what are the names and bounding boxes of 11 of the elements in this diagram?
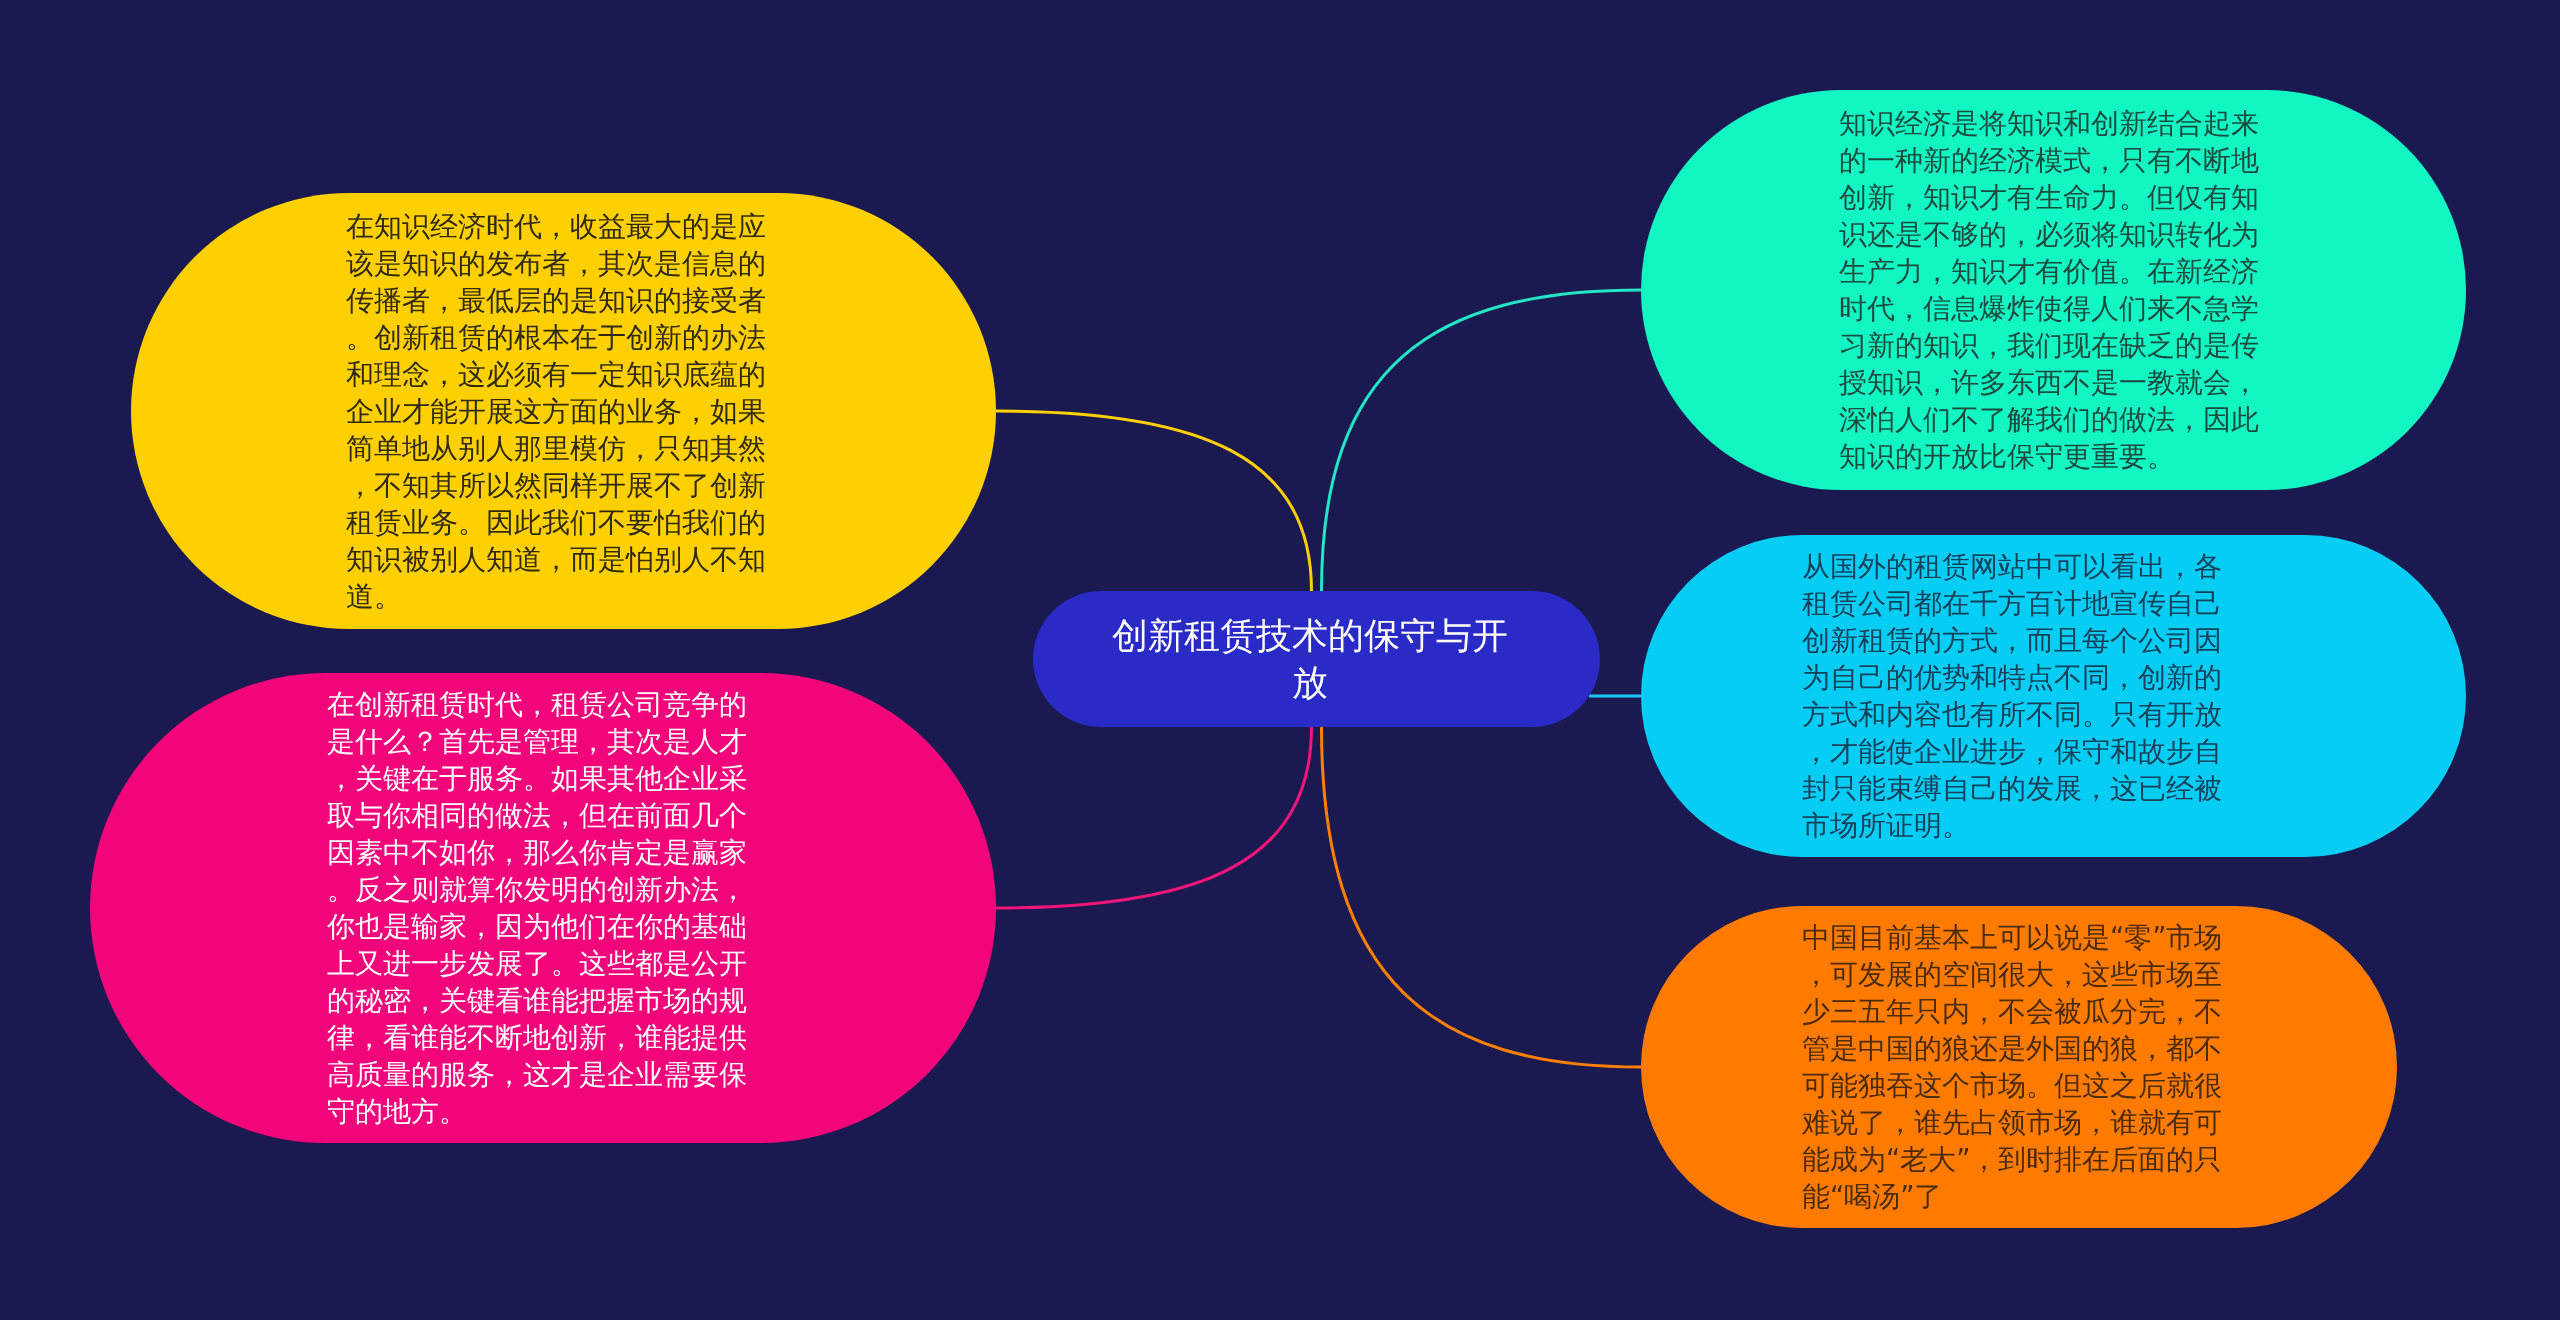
branch-line [995, 726, 1313, 910]
paragraph-text: 从国外的租赁网站中可以看出，各租赁公司都在千方百计地宣传自己创新租赁的方式，而且每个公司因为自己的优势和特点不同，创新的方式和内容也有所不同。只有开放，才能使企业进步，保守和故步自封只能束缚自己的发展，这已经被市场所证明。 [1802, 549, 2223, 843]
paragraph-text: 在知识经济时代，收益最大的是应该是知识的发布者，其次是信息的传播者，最低层的是知识的接受者。创新租赁的根本在于创新的办法和理念，这必须有一定知识底蕴的企业才能开展这方面的业务，如果简单地从别人那里模仿，只知其然，不知其所以然同样开展不了创新租赁业务。因此我们不要怕我们的知识被别人知道，而是怕别人不知道。 [346, 208, 767, 614]
branch-line [1320, 726, 1642, 1069]
branch-line [1589, 694, 1641, 698]
branch-line [995, 409, 1313, 592]
topic-title: 创新租赁技术的保守与开放 [1111, 614, 1509, 705]
paragraph-text: 在创新租赁时代，租赁公司竞争的是什么？首先是管理，其次是人才，关键在于服务。如果其他企业采取与你相同的做法，但在前面几个因素中不如你，那么你肯定是赢家。反之则就算你发明的创新办法，你也是输家，因为他们在你的基础上又进一步发展了。这些都是公开的秘密，关键看谁能把握市场的规律，看谁能不断地创新，谁能提供高质量的服务，这才是企业需要保守的地方。 [327, 687, 748, 1129]
paragraph-text: 知识经济是将知识和创新结合起来的一种新的经济模式，只有不断地创新，知识才有生命力。但仅有知识还是不够的，必须将知识转化为生产力，知识才有价值。在新经济时代，信息爆炸使得人们来不急学习新的知识，我们现在缺乏的是传授知识，许多东西不是一教就会，深怕人们不了解我们的做法，因此知识的开放比保守更重要。 [1839, 106, 2260, 474]
branch-line [1320, 288, 1642, 592]
paragraph-text: 中国目前基本上可以说是“零”市场，可发展的空间很大，这些市场至少三五年只内，不会被瓜分完，不管是中国的狼还是外国的狼，都不可能独吞这个市场。但这之后就很难说了，谁先占领市场，谁就有可能成为“老大”，到时排在后面的只能“喝汤”了 [1802, 920, 2224, 1214]
